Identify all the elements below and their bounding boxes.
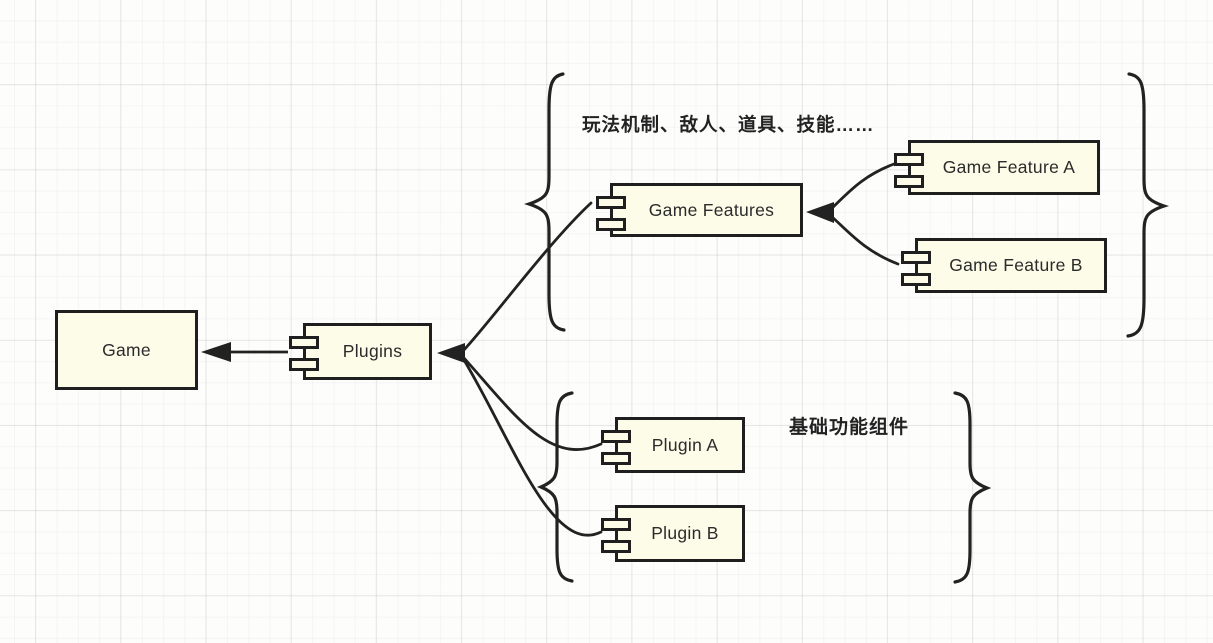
component-icon [596, 196, 626, 209]
connector-plugina-to-plugins [462, 356, 603, 451]
component-icon [901, 273, 931, 286]
component-icon [289, 358, 319, 371]
annotation-game-features-note[interactable]: 玩法机制、敌人、道具、技能…… [582, 114, 875, 135]
node-game-feature-b[interactable]: Game Feature B [901, 238, 1107, 293]
component-icon [894, 175, 924, 188]
connector-featureb-to-gamefeatures [829, 214, 900, 266]
component-icon [894, 153, 924, 166]
node-plugin-a[interactable]: Plugin A [601, 417, 745, 473]
node-game[interactable]: Game [55, 310, 198, 390]
arrowhead-into-game [201, 342, 231, 362]
node-plugin-b[interactable]: Plugin B [601, 505, 745, 562]
node-plugins[interactable]: Plugins [289, 323, 432, 380]
component-icon [601, 540, 631, 553]
node-game-features[interactable]: Game Features [596, 183, 803, 237]
node-label: Plugin A [651, 434, 719, 455]
node-label: Game Feature A [942, 157, 1076, 177]
node-label: Game Feature B [949, 255, 1083, 275]
node-label: Game Features [648, 199, 775, 220]
node-game-feature-a[interactable]: Game Feature A [894, 140, 1100, 195]
component-icon [289, 336, 319, 349]
brace-bottom-right [953, 391, 992, 584]
connector-gamefeatures-to-plugins [461, 201, 593, 353]
connector-pluginb-to-plugins [462, 358, 603, 537]
component-icon [601, 518, 631, 531]
brace-top-right [1126, 72, 1170, 338]
component-icon [596, 218, 626, 231]
component-icon [601, 452, 631, 465]
arrowhead-into-gamefeatures [806, 202, 834, 223]
connector-featurea-to-gamefeatures [829, 162, 896, 211]
brace-bottom-left [536, 391, 574, 583]
component-icon [601, 430, 631, 443]
node-label: Plugins [342, 341, 403, 361]
component-icon [901, 251, 931, 264]
annotation-plugins-note[interactable]: 基础功能组件 [789, 417, 910, 438]
node-label: Game [102, 339, 151, 360]
arrowhead-into-plugins [437, 343, 465, 363]
node-label: Plugin B [651, 523, 719, 543]
brace-top-left [523, 72, 566, 332]
